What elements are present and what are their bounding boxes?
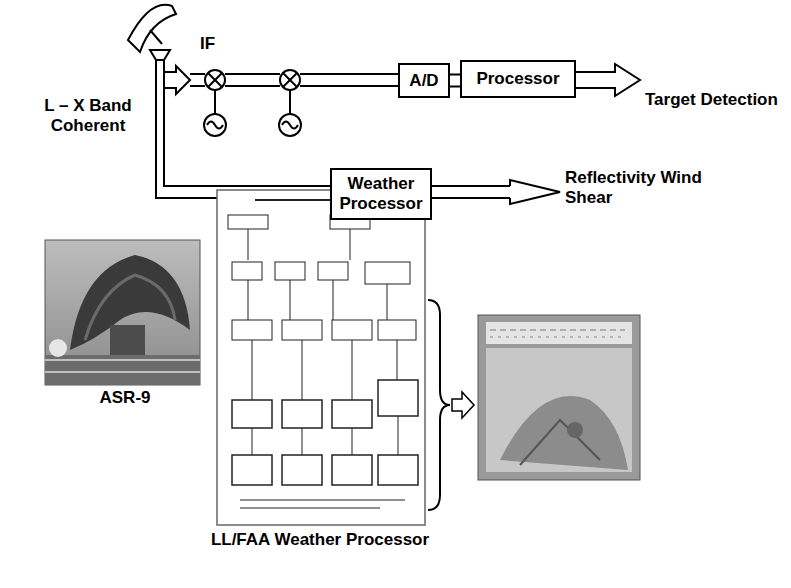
box-label: Processor [476, 69, 559, 89]
mixer-symbol [205, 70, 300, 114]
box-label: Weather Processor [338, 174, 424, 213]
bracket [428, 300, 450, 510]
text-label: Reflectivity Wind Shear [565, 168, 705, 209]
text-label: ASR-9 [80, 388, 170, 408]
block-diagram-image [217, 190, 425, 525]
text-label: LL/FAA Weather Processor [200, 530, 440, 550]
antenna-symbol [128, 5, 176, 190]
process-box: A/D [398, 63, 450, 98]
radar-photo [45, 240, 200, 385]
process-box: Weather Processor [330, 168, 432, 220]
text-label: L – X Band Coherent [28, 96, 148, 137]
process-box: Processor [460, 60, 576, 98]
hollow-arrow [452, 392, 474, 418]
oscillator-symbol [204, 114, 301, 136]
text-label: IF [200, 34, 240, 54]
bus-connector [450, 75, 460, 87]
box-label: A/D [409, 71, 438, 91]
display-photo [478, 315, 640, 480]
text-label: Target Detection [645, 90, 785, 110]
